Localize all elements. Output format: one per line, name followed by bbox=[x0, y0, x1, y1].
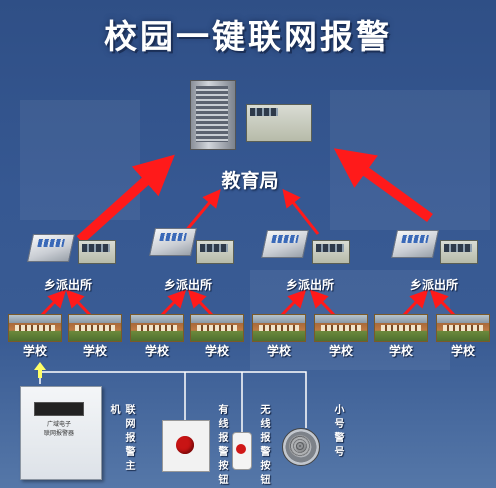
school-image bbox=[252, 314, 306, 342]
station-label: 乡派出所 bbox=[409, 278, 458, 292]
school-label: 学校 bbox=[450, 344, 475, 358]
station-server bbox=[261, 230, 309, 258]
station-server bbox=[27, 234, 75, 262]
school-image bbox=[314, 314, 368, 342]
alarm-host-device bbox=[20, 386, 102, 480]
arrow-school-station bbox=[40, 289, 67, 317]
school-image bbox=[436, 314, 490, 342]
arrow-to-bureau-right bbox=[333, 148, 433, 223]
arrow-school-station bbox=[402, 289, 429, 317]
station-console bbox=[196, 240, 234, 264]
station-label: 乡派出所 bbox=[163, 278, 212, 292]
station-console bbox=[78, 240, 116, 264]
school-label: 学校 bbox=[204, 344, 229, 358]
school-label: 学校 bbox=[82, 344, 107, 358]
wired-panic-button-icon bbox=[176, 436, 194, 454]
station-console bbox=[440, 240, 478, 264]
station-server bbox=[149, 228, 197, 256]
wireless-button-icon bbox=[236, 444, 246, 454]
school-label: 学校 bbox=[266, 344, 291, 358]
arrow-school-station bbox=[280, 289, 307, 317]
arrow-station-bureau bbox=[282, 188, 320, 235]
station-server bbox=[391, 230, 439, 258]
page-title: 校园一键联网报警 bbox=[104, 17, 392, 56]
station-label: 乡派出所 bbox=[43, 278, 92, 292]
station-console bbox=[312, 240, 350, 264]
alarm-host-model: 联网报警器 bbox=[43, 430, 74, 437]
arrow-school-station bbox=[65, 289, 92, 317]
school-image bbox=[130, 314, 184, 342]
arrow-school-station bbox=[160, 289, 187, 317]
school-image bbox=[68, 314, 122, 342]
school-label: 学校 bbox=[328, 344, 353, 358]
bureau-label: 教育局 bbox=[221, 170, 279, 192]
alarm-host-label: 联网报警主机 bbox=[108, 404, 134, 474]
arrow-station-bureau bbox=[183, 189, 221, 233]
speaker-grille-icon bbox=[289, 435, 311, 457]
bureau-console bbox=[246, 104, 312, 142]
host-uplink-arrow bbox=[34, 362, 46, 378]
arrow-school-station bbox=[429, 289, 456, 317]
arrow-school-station bbox=[309, 289, 336, 317]
wireless-button-label: 无线报警按钮 bbox=[258, 404, 269, 488]
bureau-tower-windows bbox=[196, 86, 228, 142]
arrow-school-station bbox=[187, 289, 214, 317]
school-label: 学校 bbox=[388, 344, 413, 358]
wired-button-label: 有线报警按钮 bbox=[216, 404, 227, 488]
school-label: 学校 bbox=[144, 344, 169, 358]
alarm-host-brand: 广域电子 bbox=[46, 421, 71, 428]
school-image bbox=[8, 314, 62, 342]
school-image bbox=[190, 314, 244, 342]
school-image bbox=[374, 314, 428, 342]
station-label: 乡派出所 bbox=[285, 278, 334, 292]
alarm-host-screen bbox=[34, 402, 84, 416]
speaker-label: 小号警号 bbox=[332, 404, 343, 460]
arrow-to-bureau-left bbox=[76, 154, 175, 244]
school-label: 学校 bbox=[22, 344, 47, 358]
